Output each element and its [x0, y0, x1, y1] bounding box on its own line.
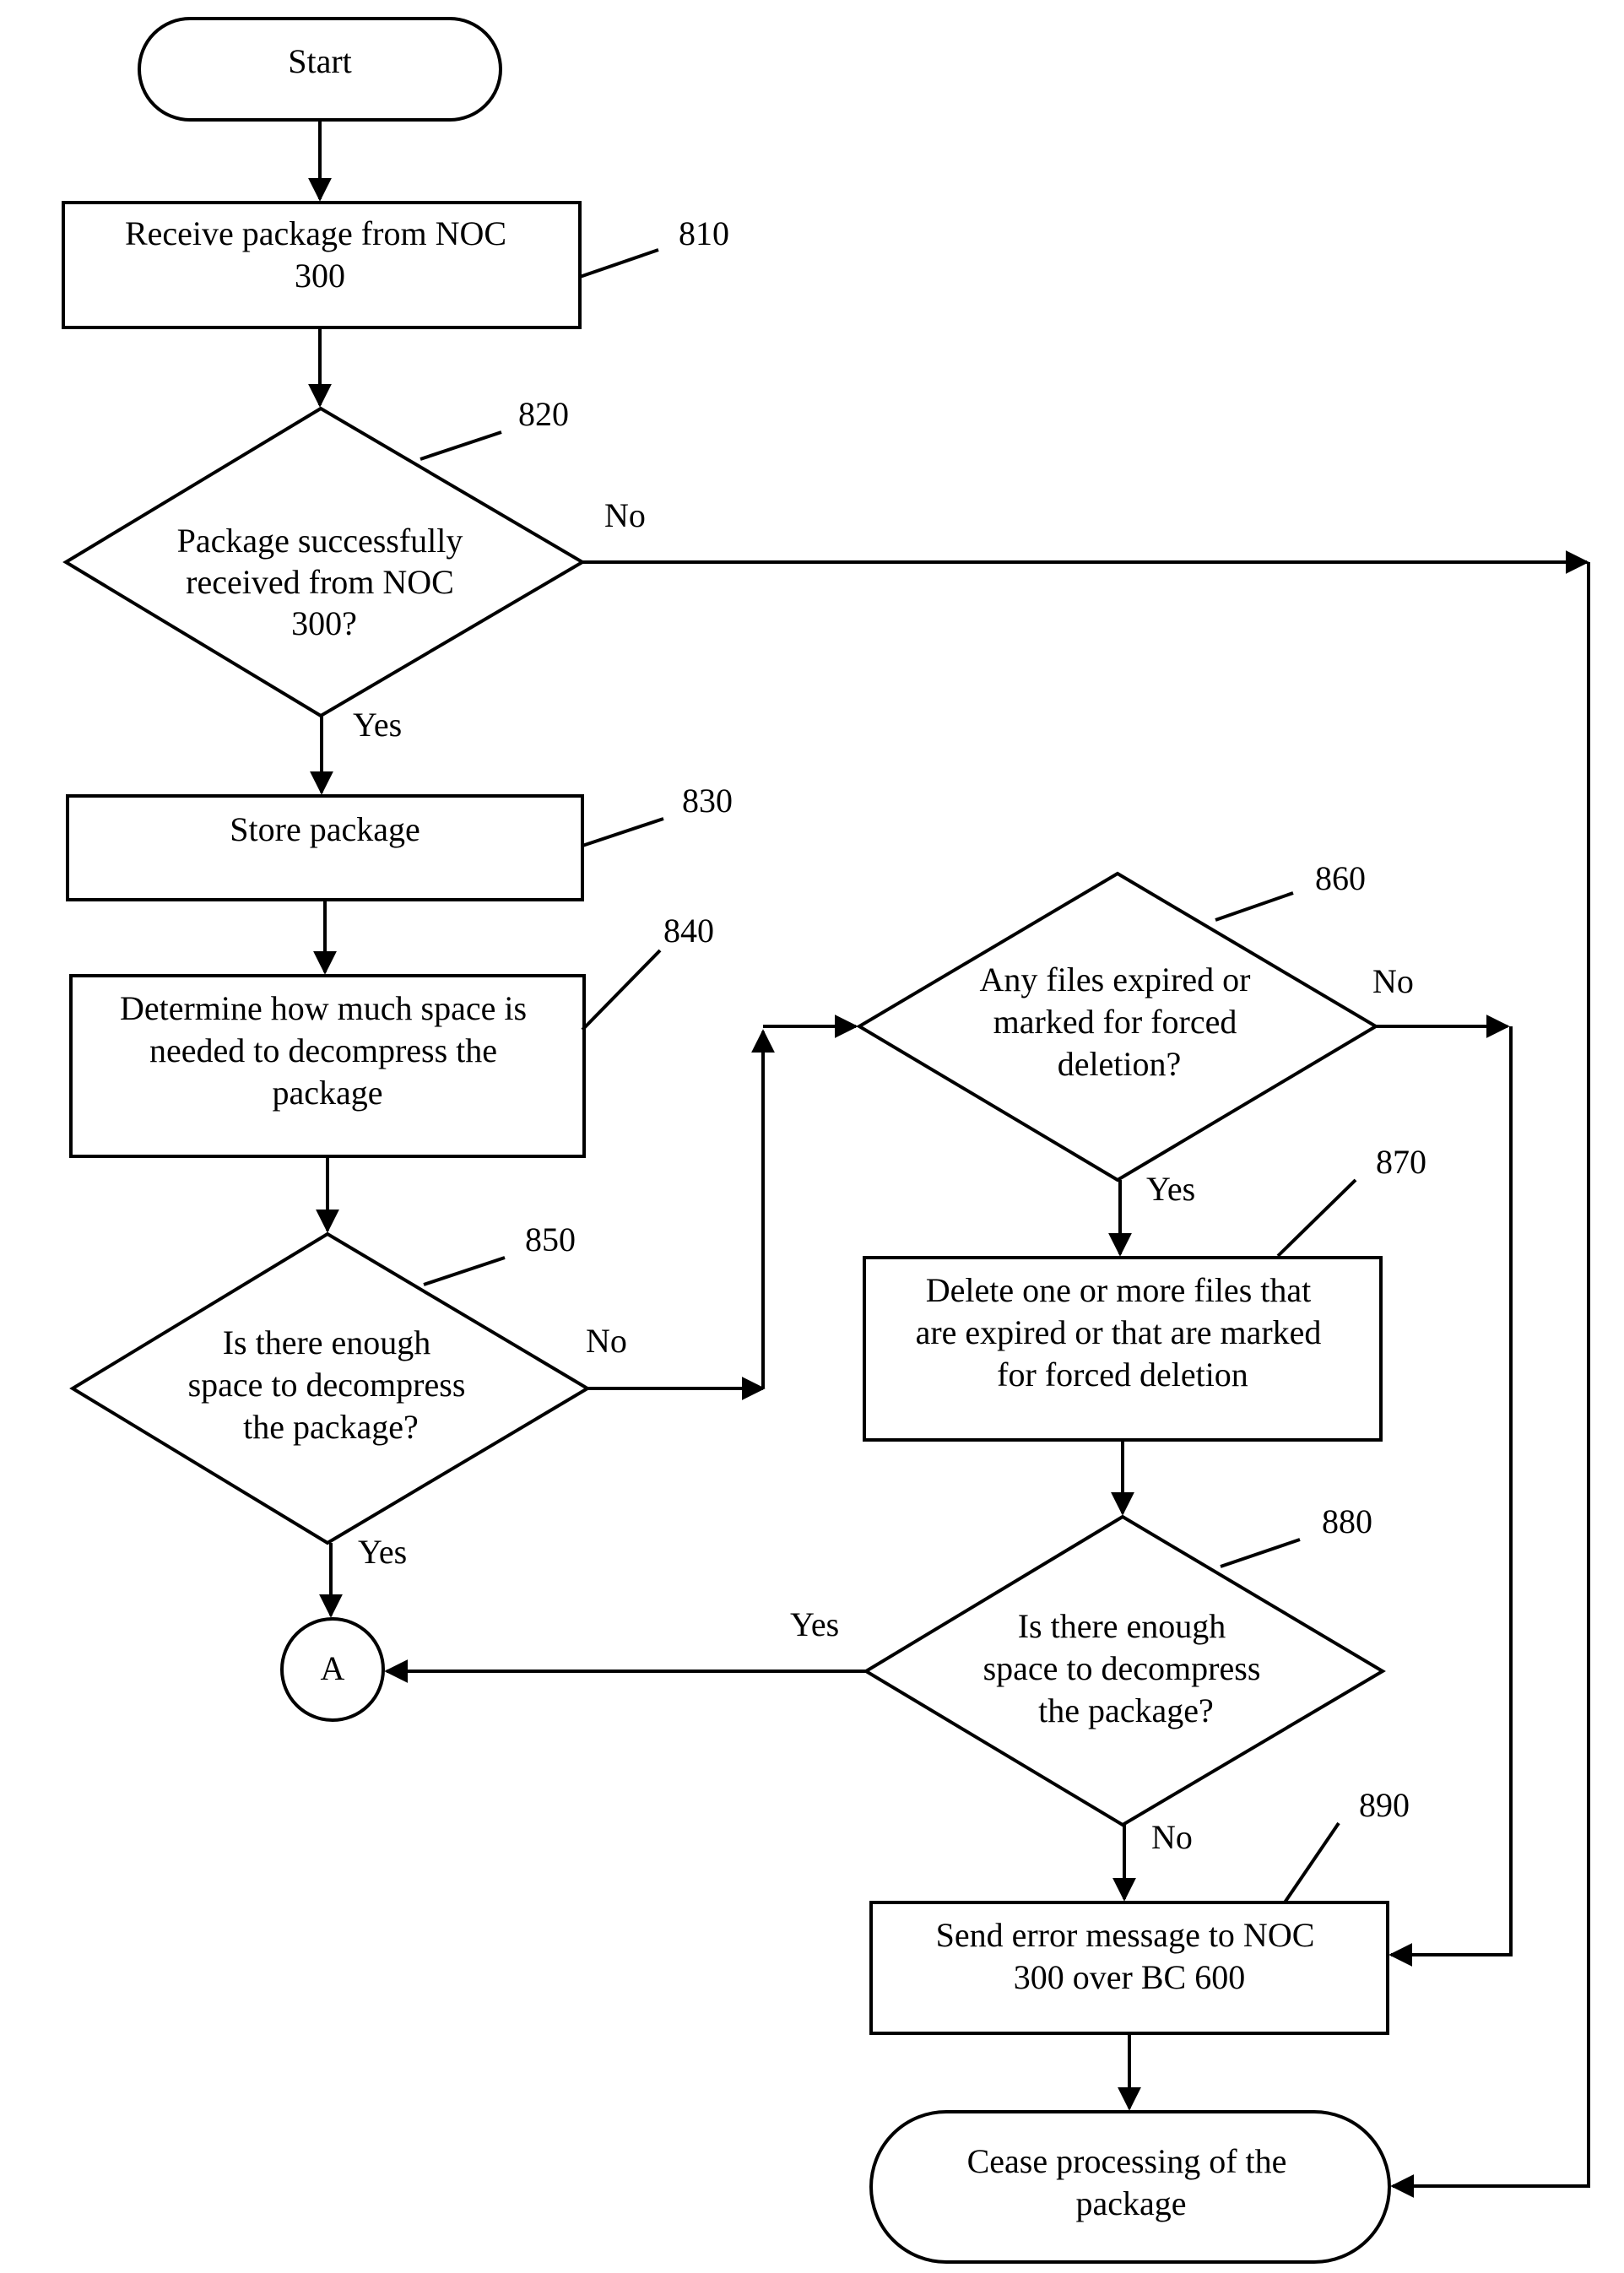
start-label: Start — [288, 42, 352, 80]
edge-received-yes-label: Yes — [353, 706, 402, 744]
ref-820: 820 — [518, 395, 569, 433]
ref-810: 810 — [679, 214, 729, 252]
edge-expired-no-label: No — [1372, 962, 1414, 1000]
ref-860: 860 — [1315, 859, 1366, 897]
leader-890 — [1285, 1823, 1339, 1902]
ref-870: 870 — [1376, 1143, 1426, 1181]
store-label: Store package — [230, 810, 420, 848]
connector-a-label: A — [321, 1649, 345, 1687]
ref-890: 890 — [1359, 1786, 1410, 1824]
leader-860 — [1215, 893, 1293, 920]
leader-840 — [582, 950, 660, 1030]
ref-850: 850 — [525, 1220, 576, 1258]
leader-820 — [420, 432, 501, 459]
edge-space1-yes-label: Yes — [358, 1533, 407, 1571]
ref-840: 840 — [663, 912, 714, 950]
edge-received-no-label: No — [604, 496, 646, 534]
received-decision-diamond — [66, 409, 582, 716]
leader-850 — [424, 1258, 505, 1285]
leader-880 — [1221, 1540, 1300, 1567]
edge-space2-yes-label: Yes — [790, 1605, 839, 1643]
edge-space1-no-label: No — [586, 1322, 627, 1360]
ref-880: 880 — [1322, 1502, 1372, 1540]
ref-830: 830 — [682, 782, 733, 820]
edge-expired-yes-label: Yes — [1146, 1170, 1195, 1208]
leader-810 — [580, 250, 658, 277]
edge-space2-no-label: No — [1151, 1818, 1193, 1856]
flow-right-rail-to-cease — [1393, 562, 1589, 2186]
leader-830 — [582, 819, 663, 846]
leader-870 — [1278, 1180, 1356, 1256]
